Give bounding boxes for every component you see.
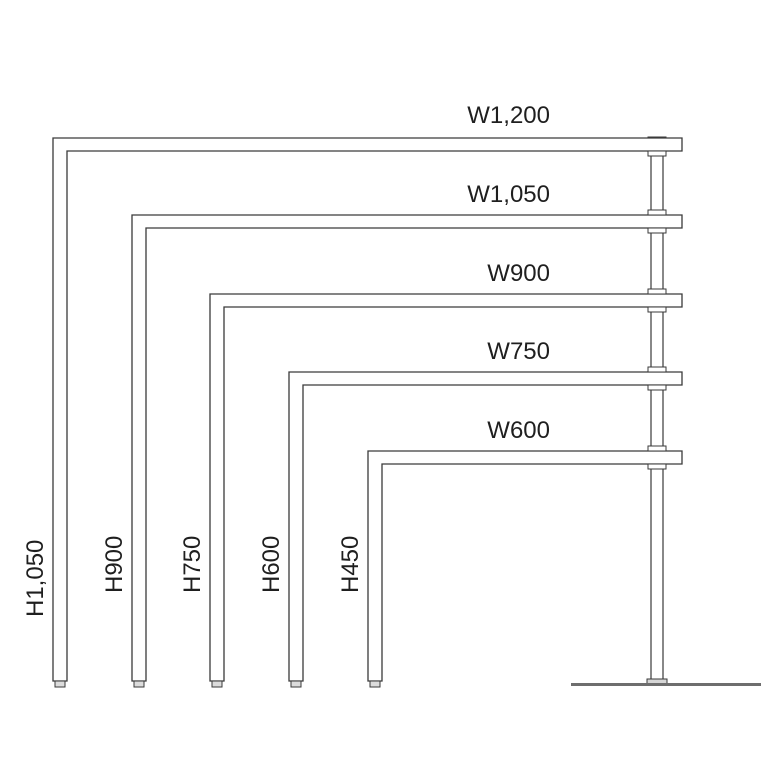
clamp-w1050-top [647, 209, 667, 216]
clamp-w900-top [647, 288, 667, 295]
arm-outline-w1050 [131, 214, 683, 682]
clamp-w900-bottom [647, 306, 667, 313]
clamp-w1200 [647, 150, 667, 157]
arm-outline-w600 [367, 450, 683, 682]
leg-feet [54, 680, 381, 688]
arm-outline-w1200 [52, 137, 683, 682]
foot-h900 [133, 680, 145, 688]
width-label-w750: W750 [487, 338, 550, 365]
width-label-w1200: W1,200 [467, 102, 550, 129]
width-label-w900: W900 [487, 260, 550, 287]
height-label-h450: H450 [337, 536, 364, 593]
arm-outlines [52, 137, 683, 682]
width-label-w1050: W1,050 [467, 181, 550, 208]
post-clamps [647, 150, 667, 470]
height-label-h750: H750 [179, 536, 206, 593]
clamp-w600-top [647, 445, 667, 452]
clamp-w1050-bottom [647, 227, 667, 234]
foot-h750 [211, 680, 223, 688]
clamp-w750-top [647, 366, 667, 373]
clamp-w600-bottom [647, 463, 667, 470]
height-label-h900: H900 [101, 536, 128, 593]
arm-outline-w750 [288, 371, 683, 682]
height-label-h1050: H1,050 [22, 540, 49, 617]
arm-outline-w900 [209, 293, 683, 682]
floor-base-plate [571, 683, 761, 686]
foot-h1050 [54, 680, 66, 688]
height-labels: H1,050 H900 H750 H600 H450 [22, 536, 364, 617]
foot-h600 [290, 680, 302, 688]
clamp-w750-bottom [647, 384, 667, 391]
width-labels: W1,200 W1,050 W900 W750 W600 [467, 102, 550, 444]
height-label-h600: H600 [258, 536, 285, 593]
width-label-w600: W600 [487, 417, 550, 444]
foot-h450 [369, 680, 381, 688]
